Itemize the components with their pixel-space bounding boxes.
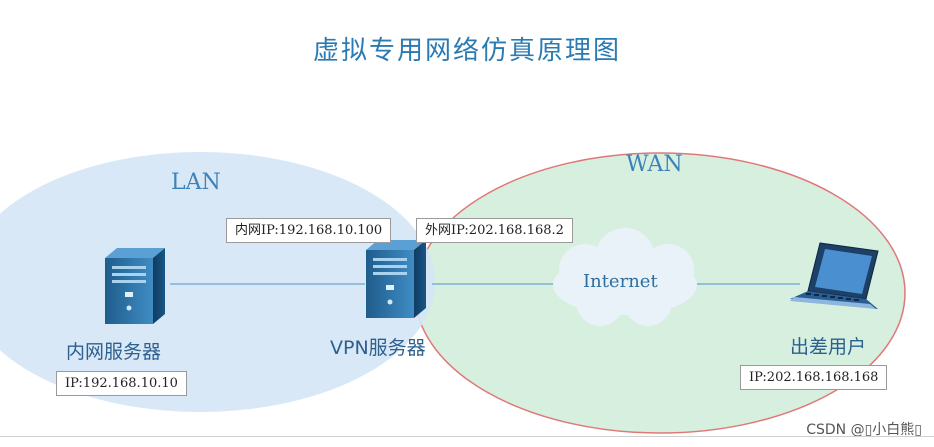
bottom-divider — [0, 436, 934, 437]
remote-user-ip: IP:202.168.168.168 — [740, 365, 888, 390]
internet-label: Internet — [583, 271, 658, 292]
server-tower-icon — [366, 240, 426, 318]
vpn-outer-ip: 外网IP:202.168.168.2 — [416, 218, 573, 243]
internal-server-ip: IP:192.168.10.10 — [56, 371, 187, 396]
remote-user-label: 出差用户 — [790, 336, 867, 358]
lan-label: LAN — [171, 170, 221, 195]
diagram-title: 虚拟专用网络仿真原理图 — [312, 36, 621, 66]
internal-server-label: 内网服务器 — [66, 341, 162, 363]
watermark: CSDN @▯小白熊▯ — [806, 422, 922, 438]
vpn-server-label: VPN服务器 — [330, 337, 426, 359]
laptop-icon — [790, 242, 879, 309]
server-tower-icon — [105, 248, 165, 324]
lan-zone — [0, 152, 435, 412]
vpn-inner-ip: 内网IP:192.168.10.100 — [226, 218, 392, 243]
wan-label: WAN — [626, 152, 683, 177]
cloud-icon — [553, 228, 697, 326]
